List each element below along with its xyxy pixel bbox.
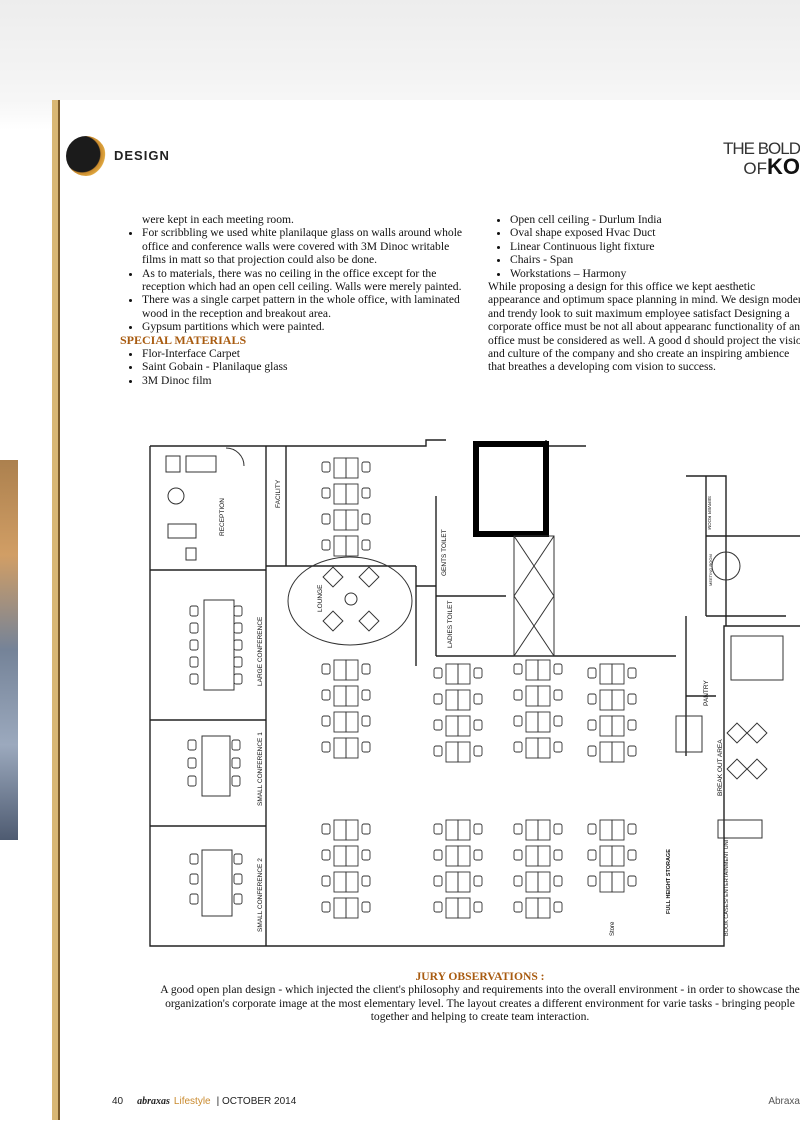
list-item: Saint Gobain - Planilaque glass (142, 360, 470, 373)
list-item: Open cell ceiling - Durlum India (510, 213, 800, 226)
page-edge (52, 100, 58, 1120)
label-small-conference-2: SMALL CONFERENCE 2 (257, 858, 264, 932)
reception-furniture (165, 447, 245, 561)
masthead-prefix: OF (743, 159, 767, 178)
section-circle-icon (66, 136, 106, 176)
masthead-line-1: THE BOLD (722, 139, 800, 158)
magazine-spine-strip (0, 460, 18, 840)
list-item: Gypsum partitions which were painted. (142, 320, 470, 333)
label-break-out-area: BREAK OUT AREA (717, 739, 724, 796)
label-lounge: LOUNGE (317, 584, 324, 612)
list-item: There was a single carpet pattern in the… (142, 293, 470, 320)
masthead-bold: KO (767, 154, 800, 179)
label-server-room: SERVER ROOM (707, 496, 712, 530)
label-book-cases: BOOK CASES/ ENTERTAINMENT UNIT (724, 836, 730, 936)
bullet-list: For scribbling we used white planilaque … (120, 226, 470, 333)
label-meeting-room: MEETING ROOM (708, 554, 713, 586)
list-item: 3M Dinoc film (142, 374, 470, 387)
materials-heading: SPECIAL MATERIALS (120, 332, 247, 347)
section-label: DESIGN (114, 148, 170, 163)
workstation-clusters (187, 457, 637, 919)
list-item: Oval shape exposed Hvac Duct (510, 226, 800, 239)
masthead-line-2: OFKO (723, 156, 800, 178)
materials-list: Flor-Interface Carpet Saint Gobain - Pla… (120, 347, 470, 387)
core-shaft (473, 441, 555, 657)
list-item: Linear Continuous light fixture (510, 240, 800, 253)
list-item: For scribbling we used white planilaque … (142, 226, 470, 266)
floor-plan: RECEPTION FACILITY LOUNGE GENTS TOILET L… (149, 439, 800, 947)
lounge-furniture (287, 556, 413, 646)
plan-labels: RECEPTION FACILITY LOUNGE GENTS TOILET L… (219, 479, 730, 936)
label-ladies-toilet: LADIES TOILET (447, 601, 454, 648)
label-large-conference: LARGE CONFERENCE (257, 616, 264, 686)
masthead: THE BOLD OFKO (723, 140, 800, 178)
brand-name: abraxas (137, 1096, 170, 1107)
design-paragraph: While proposing a design for this office… (488, 280, 800, 374)
small-conference-2-table (201, 849, 233, 917)
list-item: Flor-Interface Carpet (142, 347, 470, 360)
jury-observations: JURY OBSERVATIONS : A good open plan des… (140, 970, 800, 1024)
breakout-furniture (675, 551, 784, 839)
small-conference-1-table (201, 735, 231, 797)
jury-body: A good open plan design - which injected… (160, 983, 800, 1024)
magazine-page (60, 100, 800, 1131)
label-full-height-storage: FULL HEIGHT STORAGE (666, 849, 672, 914)
page-edge-shadow (58, 100, 60, 1120)
plan-walls (149, 439, 800, 947)
label-reception: RECEPTION (219, 498, 226, 536)
continued-text: were kept in each meeting room. (142, 213, 294, 226)
specs-list: Open cell ceiling - Durlum India Oval sh… (488, 213, 800, 280)
list-item: Chairs - Span (510, 253, 800, 266)
label-store: Store (610, 921, 616, 936)
label-gents-toilet: GENTS TOILET (441, 529, 448, 576)
list-item: As to materials, there was no ceiling in… (142, 267, 470, 294)
large-conference-table (203, 599, 235, 691)
brand-lifestyle: Lifestyle (173, 1096, 211, 1107)
page-number: 40 (112, 1096, 124, 1107)
right-column: Open cell ceiling - Durlum India Oval sh… (488, 213, 800, 374)
label-facility: FACILITY (275, 479, 282, 508)
footer-right-brand: Abraxa (768, 1096, 800, 1107)
label-small-conference-1: SMALL CONFERENCE 1 (257, 732, 264, 806)
left-column: were kept in each meeting room. For scri… (120, 213, 470, 387)
issue-date: | OCTOBER 2014 (216, 1096, 297, 1107)
label-pantry: PANTRY (703, 680, 710, 706)
jury-title: JURY OBSERVATIONS : (415, 970, 545, 983)
list-item: Workstations – Harmony (510, 267, 800, 280)
